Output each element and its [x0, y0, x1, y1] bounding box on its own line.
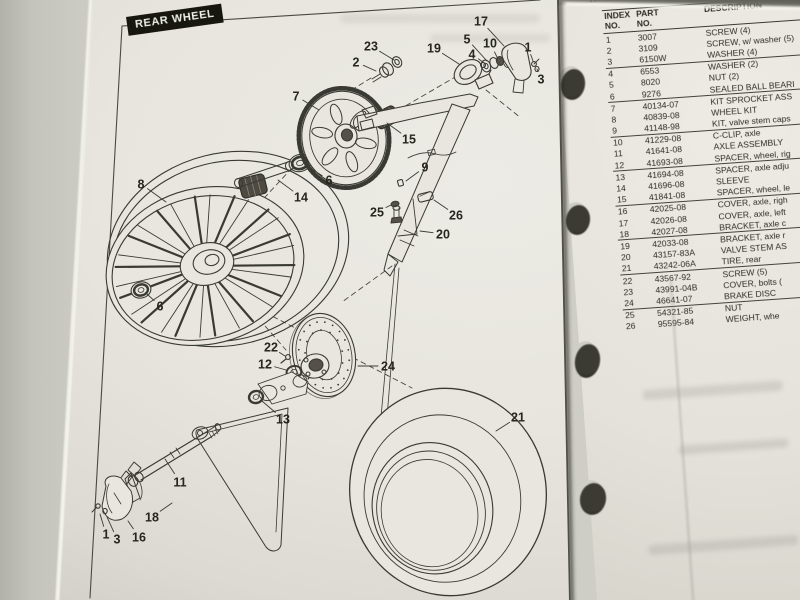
- callout-leader-line: [147, 188, 167, 203]
- callout-leader-line: [274, 366, 287, 371]
- callout-leader-line: [106, 516, 115, 533]
- screw-22-drawing: [280, 354, 291, 364]
- callout-number: 20: [436, 228, 450, 242]
- callout-number: 17: [474, 15, 488, 29]
- callout-number: 25: [370, 206, 384, 220]
- sleeve-13-drawing: [247, 389, 265, 405]
- callout-number: 6: [326, 174, 333, 188]
- callout-number: 11: [173, 476, 186, 490]
- sprocket-drawing: [296, 85, 392, 191]
- callout-number: 3: [114, 533, 121, 547]
- axle-sleeve-drawing: [233, 160, 295, 189]
- callout-leader-line: [536, 68, 539, 73]
- callout-number: 22: [264, 341, 278, 355]
- screw-2-drawing: [371, 56, 403, 83]
- tire-drawing: [348, 387, 548, 597]
- callout-leader-line: [385, 204, 392, 208]
- callout-number: 1: [525, 41, 532, 55]
- callout-number: 16: [132, 531, 146, 545]
- screw-washer-drawing: [91, 503, 108, 515]
- callout-leader-line: [159, 502, 173, 512]
- callout-number: 15: [402, 133, 416, 147]
- callout-number: 7: [293, 90, 300, 104]
- callout-leader-line: [405, 171, 420, 182]
- callout-number: 1: [103, 528, 110, 542]
- brake-disc-drawing: [289, 312, 357, 399]
- callout-leader-line: [477, 58, 485, 64]
- lower-swingarm-drawing: [191, 407, 289, 552]
- callout-leader-line: [487, 27, 505, 47]
- callout-leader-line: [127, 520, 134, 530]
- callout-leader-line: [277, 179, 294, 192]
- callout-number: 9: [422, 161, 429, 175]
- swingarm-drawing: [353, 93, 479, 431]
- callout-leader-line: [379, 50, 395, 61]
- callout-number: 21: [511, 411, 525, 425]
- callout-number: 14: [294, 191, 308, 205]
- callout-number: 4: [469, 48, 476, 62]
- callout-leader-line: [278, 351, 286, 357]
- callout-leader-line: [419, 230, 434, 234]
- callout-leader-line: [164, 458, 175, 475]
- wheel-drawing: [105, 150, 350, 348]
- callout-leader-line: [441, 52, 460, 65]
- callout-number: 18: [145, 511, 159, 525]
- callout-number: 26: [449, 209, 463, 223]
- axle-cover-drawing: [501, 42, 540, 94]
- callout-number: 24: [381, 360, 395, 374]
- showthrough-smudge: [430, 34, 550, 42]
- callout-number: 2: [353, 56, 360, 70]
- caliper-bracket-drawing: [257, 371, 309, 405]
- wheel-bearing-lower: [130, 281, 152, 299]
- callout-number: 8: [138, 178, 145, 192]
- callout-leader-line: [261, 400, 276, 413]
- callout-number: 12: [258, 358, 272, 372]
- callout-leader-line: [433, 199, 449, 210]
- callout-leader-line: [494, 51, 499, 60]
- callout-leader-line: [302, 99, 320, 111]
- valve-stem-group-drawing: [390, 179, 434, 237]
- callout-leader-line: [530, 54, 534, 62]
- callout-leader-line: [386, 122, 402, 134]
- callout-leader-line: [471, 44, 488, 62]
- diagram-border-left: [89, 25, 123, 599]
- callout-leader-line: [306, 165, 323, 177]
- callout-leader-line: [99, 513, 105, 527]
- callout-leader-line: [495, 421, 511, 432]
- callout-number: 5: [464, 33, 471, 47]
- axle-cover-left-drawing: [101, 475, 134, 521]
- callout-number: 23: [364, 40, 378, 54]
- callout-number: 10: [483, 37, 497, 51]
- callout-number: 19: [427, 42, 441, 56]
- callout-number: 13: [276, 413, 290, 427]
- showthrough-smudge: [340, 14, 540, 23]
- callout-leader-line: [146, 293, 155, 302]
- callout-number: 3: [538, 73, 545, 87]
- callout-number: 6: [157, 300, 164, 314]
- callout-leader-line: [362, 64, 377, 72]
